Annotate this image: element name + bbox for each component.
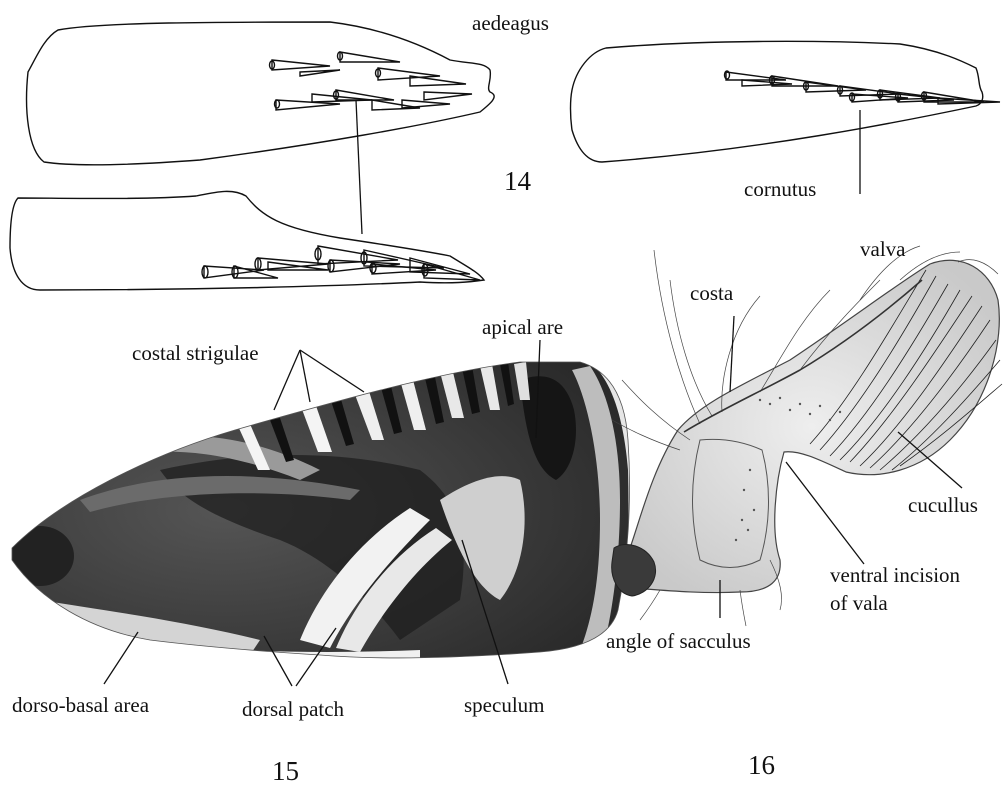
speculum-label: speculum [464,693,544,717]
costa-label: costa [690,281,734,305]
figure-number-16: 16 [748,750,775,780]
valva-outline [624,260,1000,592]
cornuti-lower-left [202,246,480,280]
dorsal-patch-label: dorsal patch [242,697,345,721]
cornuti-right [725,71,1001,104]
aedeagus-label: aedeagus [472,11,549,35]
cornutus-label: cornutus [744,177,816,201]
cornuti-upper-left [270,52,473,110]
cornuti-connector-line [356,100,362,234]
angle-of-sacculus-label: angle of sacculus [606,629,751,653]
aedeagus-drawings: aedeagus cornutus 14 [10,11,1000,290]
dorso-basal-area-label: dorso-basal area [12,693,150,717]
aedeagus-outline-lower-left [10,191,484,290]
costal-strigulae-label: costal strigulae [132,341,259,365]
apical-area-label: apical are [482,315,563,339]
figure-number-15: 15 [272,756,299,786]
ventral-incision-label-2: of vala [830,591,888,615]
valva-label: valva [860,237,906,261]
ventral-incision-label-1: ventral incision [830,563,961,587]
figure-number-14: 14 [504,166,532,196]
forewing-photo: costal strigulae apical are dorso-basal … [0,315,640,786]
genitalia-valva-photo: valva costa cucullus ventral incision of… [606,237,1002,780]
cucullus-label: cucullus [908,493,978,517]
